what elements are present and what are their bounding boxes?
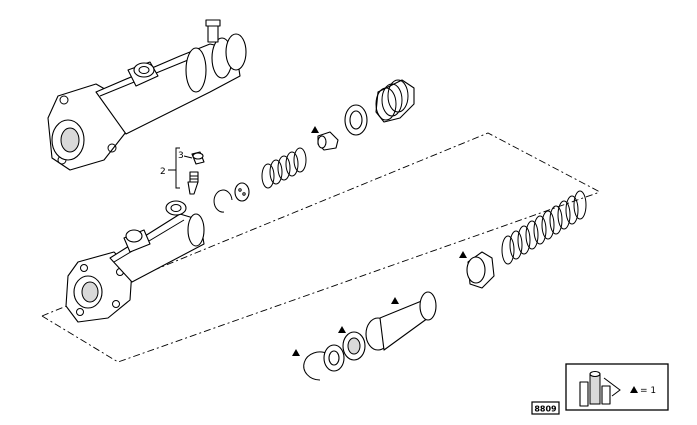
marker-triangle bbox=[459, 251, 467, 258]
guide-nut-upper[interactable] bbox=[375, 79, 415, 123]
parts-kit-icon bbox=[579, 370, 621, 407]
bleed-cap[interactable] bbox=[191, 151, 205, 165]
cap-nut[interactable] bbox=[466, 251, 495, 289]
seal-ring-upper[interactable] bbox=[344, 104, 368, 136]
spring-upper[interactable] bbox=[261, 147, 307, 189]
legend-label: = 1 bbox=[640, 386, 656, 396]
bleed-screw[interactable] bbox=[187, 171, 199, 195]
marker-triangle bbox=[338, 326, 346, 333]
marker-triangle bbox=[311, 126, 319, 133]
spring-lower[interactable] bbox=[501, 190, 587, 265]
callout-label-2: 2 bbox=[160, 167, 166, 177]
valve-piston[interactable] bbox=[317, 131, 339, 151]
piston-boot[interactable] bbox=[365, 291, 437, 351]
marker-triangle bbox=[391, 297, 399, 304]
marker-triangle bbox=[292, 349, 300, 356]
legend-triangle bbox=[630, 386, 638, 393]
callout-label-3: 3 bbox=[178, 151, 184, 161]
master-cylinder-assembled[interactable] bbox=[47, 19, 247, 171]
seal-lower[interactable] bbox=[342, 331, 366, 361]
spring-seat[interactable] bbox=[234, 182, 250, 202]
master-cylinder-body[interactable] bbox=[65, 200, 205, 323]
washer[interactable] bbox=[323, 344, 345, 372]
kit-boundary bbox=[41, 132, 601, 363]
callout-bracket bbox=[168, 147, 193, 189]
circlip-large[interactable] bbox=[303, 351, 329, 381]
drawing-number-box: 8809 bbox=[531, 401, 560, 415]
drawing-number: 8809 bbox=[534, 405, 557, 414]
legend-box: = 1 bbox=[565, 363, 669, 411]
circlip-small[interactable] bbox=[213, 189, 233, 213]
